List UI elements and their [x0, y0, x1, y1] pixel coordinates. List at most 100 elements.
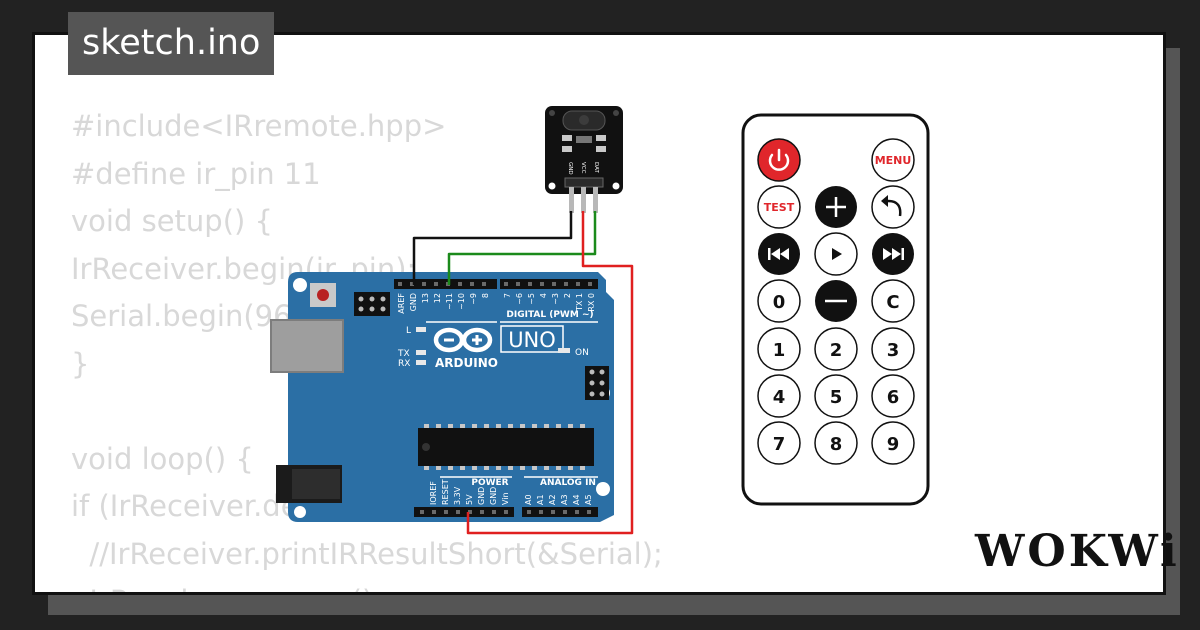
pin-label-8: 8 [481, 293, 490, 298]
remote-c-button[interactable]: C [871, 279, 915, 323]
code-line: #define ir_pin 11 [71, 156, 321, 191]
pin-label-11: ~11 [445, 293, 454, 310]
ir-remote[interactable]: MENU TEST [741, 113, 930, 506]
remote-4-button[interactable]: 4 [757, 374, 801, 418]
led-rx-label: RX [398, 359, 410, 369]
remote-plus-button[interactable] [815, 186, 857, 228]
remote-2-button[interactable]: 2 [814, 327, 858, 371]
pin-label-a1: A1 [536, 494, 545, 505]
remote-7-label: 7 [773, 434, 786, 455]
remote-power-button[interactable] [757, 138, 801, 182]
back-arrow-icon [884, 199, 902, 217]
wire-signal[interactable] [447, 211, 597, 285]
wire-gnd[interactable] [412, 211, 573, 285]
remote-4-label: 4 [773, 387, 786, 408]
wokwi-logo: WOKWi [975, 526, 1180, 577]
ir-module-pins [569, 187, 598, 213]
ir-pin-gnd-label: GND [567, 162, 573, 175]
menu-label: MENU [875, 154, 912, 167]
digital-header-left [394, 279, 497, 289]
pin-label-4: 4 [539, 293, 548, 298]
remote-5-label: 5 [830, 387, 843, 408]
arduino-logo-icon [433, 327, 493, 353]
arduino-wordmark: ARDUINO [435, 356, 498, 370]
remote-menu-button[interactable]: MENU [871, 138, 915, 182]
usb-port [270, 319, 344, 373]
test-label: TEST [764, 201, 795, 214]
remote-3-button[interactable]: 3 [871, 327, 915, 371]
led-l [416, 327, 426, 332]
remote-next-button[interactable] [872, 233, 914, 275]
power-header [414, 507, 514, 517]
pin-label-gnd: GND [409, 293, 418, 311]
skip-back-icon [768, 248, 789, 260]
ir-pin-vcc-label: VCC [580, 162, 586, 174]
code-line: void setup() { [71, 204, 273, 238]
led-l-label: L [406, 326, 411, 336]
remote-prev-button[interactable] [758, 233, 800, 275]
remote-test-button[interactable]: TEST [757, 185, 801, 229]
skip-forward-icon [883, 248, 904, 260]
board-model: UNO [508, 328, 556, 352]
remote-0-label: 0 [773, 292, 786, 313]
pin-label-7: 7 [503, 293, 512, 298]
remote-7-button[interactable]: 7 [757, 421, 801, 465]
remote-1-button[interactable]: 1 [757, 327, 801, 371]
remote-5-button[interactable]: 5 [814, 374, 858, 418]
pin-label-12: 12 [433, 293, 442, 303]
remote-back-button[interactable] [871, 185, 915, 229]
code-line: void loop() { [71, 441, 254, 476]
code-line: #include<IRremote.hpp> [71, 109, 447, 143]
remote-play-button[interactable] [814, 232, 858, 276]
remote-6-label: 6 [887, 387, 900, 408]
pin-label-3: ~3 [551, 293, 560, 305]
pin-label-5v: 5V [465, 494, 474, 505]
pin-label-aref: AREF [397, 293, 406, 314]
atmega-chip [418, 428, 594, 466]
pin-label-9: ~9 [469, 293, 478, 305]
pin-label-a5: A5 [584, 494, 593, 505]
pin-label-vin: Vin [501, 492, 510, 505]
remote-8-button[interactable]: 8 [814, 421, 858, 465]
play-icon [832, 248, 842, 260]
remote-1-label: 1 [773, 340, 786, 361]
remote-9-label: 9 [887, 434, 900, 455]
code-line: //IrReceiver.printIRResultShort(&Serial)… [71, 536, 663, 571]
analog-in-label: ANALOG IN [540, 478, 596, 488]
pin-label-a0: A0 [524, 494, 533, 505]
sketch-filename-tab[interactable]: sketch.ino [68, 12, 275, 75]
remote-6-button[interactable]: 6 [871, 374, 915, 418]
pin-label-a3: A3 [560, 494, 569, 505]
pin-label-6: ~6 [515, 293, 524, 305]
remote-minus-button[interactable] [815, 280, 857, 322]
pin-label-tx: TX 1 [575, 293, 584, 312]
led-tx [416, 350, 426, 355]
ir-receiver-module[interactable]: GND VCC DAT [545, 106, 623, 194]
pin-label-gnd1: GND [477, 487, 486, 505]
remote-c-label: C [886, 292, 899, 313]
led-tx-label: TX [397, 349, 410, 359]
remote-0-button[interactable]: 0 [757, 279, 801, 323]
ir-pin-dat-label: DAT [593, 162, 599, 173]
pin-label-2: 2 [563, 293, 572, 298]
plus-icon [826, 197, 846, 217]
pin-label-a2: A2 [548, 494, 557, 505]
wire-vcc[interactable] [466, 211, 634, 535]
analog-header [522, 507, 598, 517]
remote-9-button[interactable]: 9 [871, 421, 915, 465]
digital-pwm-label: DIGITAL (PWM ~) [506, 310, 593, 320]
pin-label-reset: RESET [441, 479, 450, 505]
pin-label-10: ~10 [457, 293, 466, 310]
pin-label-a4: A4 [572, 494, 581, 505]
code-line: IrReceiver.resume(); [71, 584, 383, 592]
wires [412, 211, 634, 535]
pin-label-rx: RX 0 [587, 293, 596, 312]
remote-8-label: 8 [830, 434, 843, 455]
pin-label-gnd2: GND [489, 487, 498, 505]
arduino-uno-board[interactable]: AREF GND 13 12 ~11 ~10 ~9 8 7 ~6 ~5 4 ~3… [270, 272, 614, 522]
digital-header-right [500, 279, 598, 289]
pin-label-3v3: 3.3V [453, 486, 462, 505]
pin-label-ioref: IOREF [429, 481, 438, 505]
power-label: POWER [471, 478, 508, 488]
